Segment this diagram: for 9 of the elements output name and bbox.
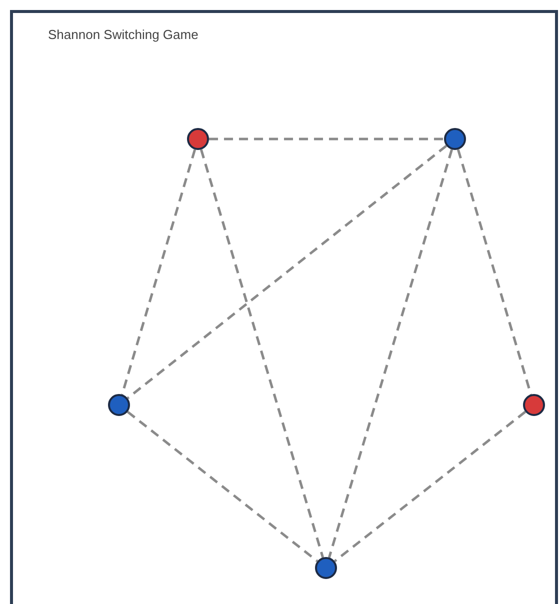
title: Shannon Switching Game (48, 26, 198, 44)
dashed-line (120, 149, 196, 395)
dashed-line (126, 410, 318, 562)
dashed-line (334, 410, 526, 562)
dashed-line (200, 149, 324, 558)
dashed-line (126, 144, 448, 400)
dashed-line (456, 149, 532, 395)
dashed-line (209, 138, 444, 140)
dashed-line (328, 149, 454, 558)
